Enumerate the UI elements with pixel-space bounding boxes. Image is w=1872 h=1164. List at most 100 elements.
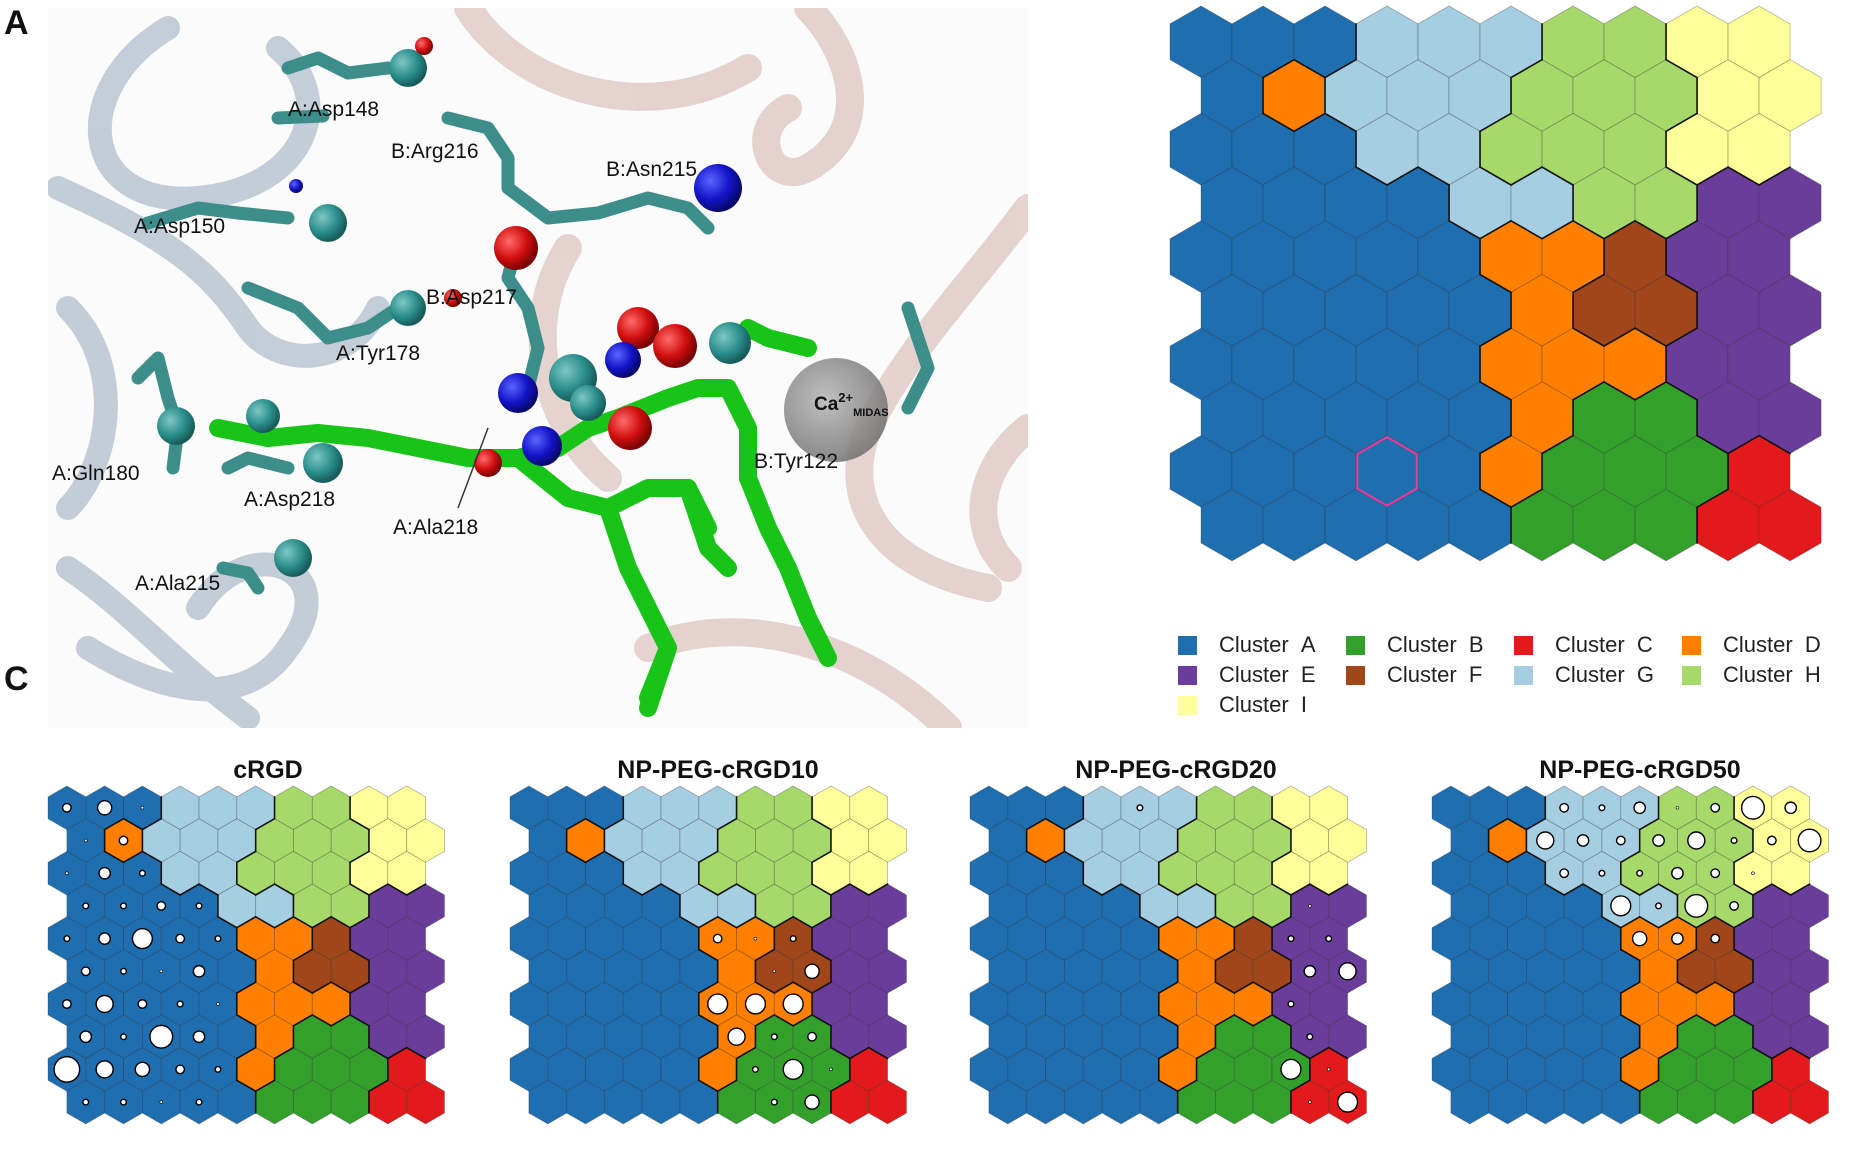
som-cell bbox=[1233, 981, 1273, 1027]
cluster-boundary bbox=[405, 1046, 427, 1060]
som-cell bbox=[1488, 883, 1527, 929]
occupancy-circle bbox=[782, 1058, 804, 1081]
som-cell bbox=[566, 883, 605, 929]
cluster-boundary bbox=[1619, 883, 1641, 896]
som-cell bbox=[773, 850, 813, 896]
som-cell bbox=[1233, 785, 1273, 831]
cluster-boundary bbox=[716, 915, 738, 929]
som-cell bbox=[1196, 981, 1235, 1027]
som-cell bbox=[1177, 818, 1216, 863]
occupancy-circle bbox=[804, 1094, 820, 1110]
cluster-boundary bbox=[1582, 883, 1603, 896]
som-cell bbox=[1582, 850, 1622, 896]
som-cell bbox=[198, 1047, 238, 1092]
som-map bbox=[1431, 785, 1829, 1125]
cluster-boundary bbox=[1572, 327, 1605, 347]
occupancy-circle bbox=[727, 1027, 746, 1046]
occupancy-circle bbox=[216, 1002, 220, 1006]
cluster-boundary bbox=[1771, 883, 1792, 896]
cluster-boundary bbox=[1176, 915, 1198, 929]
som-cell bbox=[1231, 220, 1295, 293]
som-cell bbox=[1752, 883, 1792, 929]
cluster-boundary bbox=[1271, 850, 1292, 864]
cluster-boundary bbox=[1665, 112, 1698, 133]
som-cell bbox=[236, 981, 275, 1027]
som-cell bbox=[660, 981, 700, 1027]
cluster-boundary bbox=[349, 850, 370, 864]
som-cell bbox=[1620, 850, 1659, 896]
occupancy-circle bbox=[751, 1065, 759, 1073]
som-cell bbox=[311, 916, 351, 961]
som-cell bbox=[141, 949, 181, 994]
som-cell bbox=[293, 949, 332, 994]
cluster-boundary bbox=[1676, 981, 1698, 994]
som-cell bbox=[1064, 818, 1103, 863]
som-cell bbox=[1262, 274, 1326, 347]
som-cell bbox=[1417, 435, 1481, 508]
cluster-boundary bbox=[1386, 166, 1419, 186]
som-cell bbox=[1582, 785, 1622, 831]
cluster-boundary bbox=[1324, 112, 1357, 133]
cluster-boundary bbox=[1733, 850, 1754, 864]
som-cell bbox=[969, 981, 1009, 1027]
cluster-boundary bbox=[311, 1014, 332, 1027]
som-cell bbox=[1450, 883, 1490, 929]
som-cell bbox=[274, 916, 313, 961]
som-cell bbox=[849, 850, 888, 896]
legend-word: Cluster bbox=[1219, 662, 1289, 687]
occupancy-circle bbox=[782, 993, 804, 1015]
cluster-boundary bbox=[1510, 166, 1543, 186]
som-cell bbox=[1196, 1047, 1235, 1092]
legend-word: Cluster bbox=[1219, 692, 1289, 717]
cluster-boundary bbox=[697, 915, 719, 929]
som-cell bbox=[1658, 916, 1697, 961]
cluster-boundary bbox=[641, 883, 662, 896]
som-cell bbox=[1665, 435, 1729, 508]
som-cell bbox=[868, 1079, 907, 1125]
cluster-boundary bbox=[1657, 883, 1679, 896]
som-cell bbox=[811, 981, 851, 1027]
som-cell bbox=[792, 1079, 832, 1125]
som-cell bbox=[1262, 59, 1326, 132]
cluster-boundary bbox=[1752, 1079, 1773, 1092]
som-cell bbox=[1448, 274, 1512, 347]
cluster-boundary bbox=[849, 883, 870, 896]
som-cell bbox=[1634, 166, 1698, 240]
som-cell bbox=[773, 981, 813, 1027]
legend-swatch bbox=[1178, 635, 1197, 655]
som-cell bbox=[660, 916, 700, 961]
occupancy-circle bbox=[156, 900, 167, 911]
som-cell bbox=[736, 916, 775, 961]
som-cell bbox=[1158, 850, 1197, 896]
occupancy-circle bbox=[214, 1065, 222, 1073]
som-cell bbox=[717, 818, 756, 863]
legend-word: Cluster bbox=[1723, 662, 1793, 687]
som-cell bbox=[1696, 166, 1760, 240]
som-cell bbox=[1639, 1079, 1678, 1125]
som-cell bbox=[1665, 220, 1729, 293]
som-cell bbox=[1169, 220, 1233, 293]
cluster-boundary bbox=[235, 850, 257, 864]
cluster-boundary bbox=[1638, 883, 1660, 896]
legend-item-cluster-g: Cluster G bbox=[1514, 662, 1654, 688]
cluster-boundary bbox=[1510, 488, 1543, 509]
som-cell bbox=[104, 949, 143, 994]
cluster-boundary bbox=[1290, 1046, 1311, 1060]
som-cell bbox=[585, 1047, 624, 1092]
occupancy-circle bbox=[1536, 831, 1555, 850]
legend-swatch bbox=[1514, 665, 1533, 685]
som-cell bbox=[1139, 1079, 1179, 1125]
legend-swatch bbox=[1178, 695, 1197, 715]
cluster-boundary bbox=[122, 850, 144, 864]
som-cell bbox=[1007, 981, 1046, 1027]
occupancy-circle bbox=[1652, 834, 1665, 847]
occupancy-circle bbox=[192, 1030, 206, 1044]
som-cell bbox=[1252, 1014, 1292, 1059]
som-cell bbox=[792, 949, 832, 994]
cluster-boundary bbox=[1619, 1014, 1641, 1027]
som-cell bbox=[1507, 785, 1546, 831]
som-cell bbox=[123, 916, 162, 961]
som-cell bbox=[1510, 166, 1574, 240]
som-cell bbox=[1262, 488, 1326, 562]
cluster-boundary bbox=[1271, 981, 1292, 994]
